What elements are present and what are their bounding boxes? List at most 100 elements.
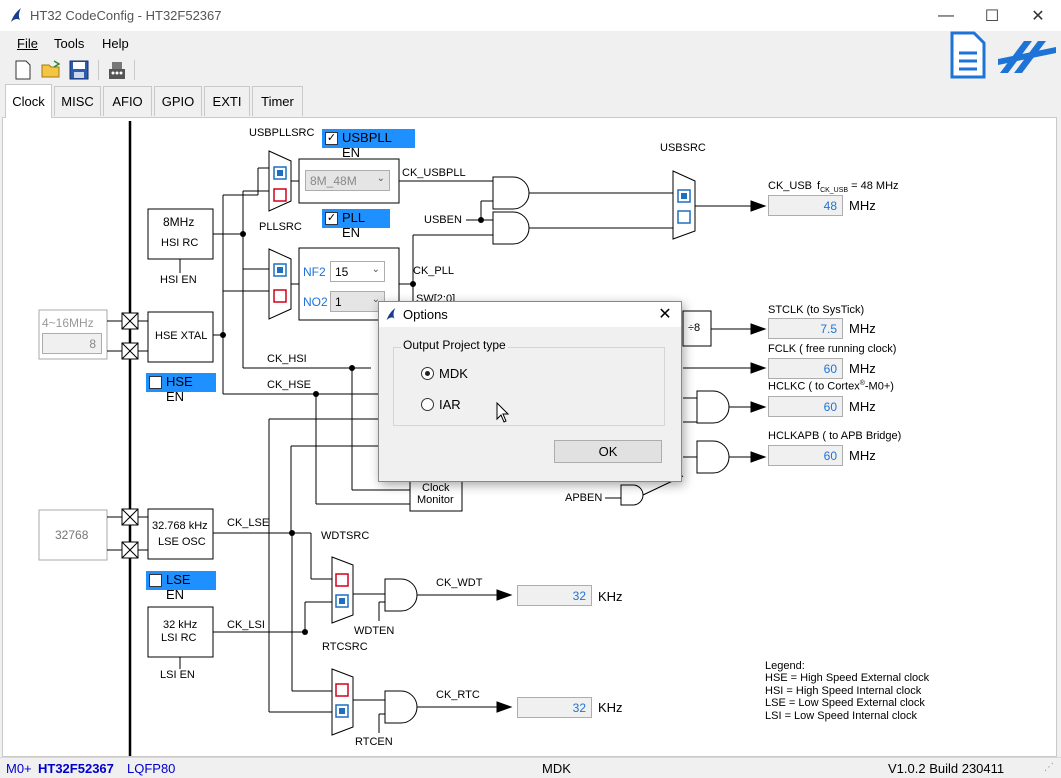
lse-en-label: LSE EN bbox=[166, 572, 191, 602]
tab-exti[interactable]: EXTI bbox=[204, 86, 250, 116]
hse-range-label: 4~16MHz bbox=[42, 316, 94, 330]
resize-grip-icon[interactable]: ⋰ bbox=[1044, 762, 1054, 773]
hclkc-label-sup: ® bbox=[859, 380, 865, 387]
checkmark-icon: ✓ bbox=[325, 132, 338, 145]
ck-pll-label: CK_PLL bbox=[413, 265, 454, 277]
maximize-button[interactable]: ☐ bbox=[984, 7, 1000, 25]
stclk-value: 7.5 bbox=[768, 318, 843, 339]
legend-item: HSE = High Speed External clock bbox=[765, 672, 930, 685]
fclk-value: 60 bbox=[768, 358, 843, 379]
usbpll-select[interactable]: 8M_48M⌄ bbox=[305, 170, 390, 191]
hsi-frequency-label: 8MHz bbox=[163, 215, 195, 229]
radio-selected-icon bbox=[421, 367, 434, 380]
project-type-group bbox=[393, 347, 665, 426]
legend-title: Legend: bbox=[765, 660, 805, 672]
lsi-rc-label: LSI RC bbox=[161, 632, 197, 644]
clock-monitor-label-2: Monitor bbox=[417, 494, 454, 506]
usbpllsrc-label: USBPLLSRC bbox=[249, 127, 315, 139]
ck-usbpll-label: CK_USBPLL bbox=[402, 167, 466, 179]
toolbar bbox=[0, 56, 940, 84]
usbpll-en-label: USBPLL EN bbox=[342, 130, 392, 160]
open-folder-icon[interactable] bbox=[40, 59, 62, 81]
hclkc-label-pre: HCLKC ( to Cortex bbox=[768, 380, 860, 393]
nf2-select[interactable]: 15 ⌄ bbox=[330, 261, 385, 282]
usbpll-en-checkbox[interactable]: ✓ USBPLL EN bbox=[322, 129, 415, 160]
menu-file-label: File bbox=[17, 36, 38, 51]
status-chip: HT32F52367 bbox=[38, 761, 114, 776]
status-project: MDK bbox=[542, 761, 571, 776]
title-bar: HT32 CodeConfig - HT32F52367 — ☐ ✕ bbox=[0, 0, 1061, 31]
menu-file[interactable]: File bbox=[17, 36, 38, 51]
toolbar-separator bbox=[98, 60, 99, 80]
minimize-button[interactable]: — bbox=[938, 6, 954, 24]
dialog-close-button[interactable]: ✕ bbox=[658, 306, 672, 323]
radio-iar[interactable]: IAR bbox=[421, 397, 461, 412]
ck-usb-formula: fCK_USB = 48 MHz bbox=[817, 180, 899, 194]
nf2-select-value: 15 bbox=[335, 265, 349, 279]
lsi-en-label: LSI EN bbox=[160, 669, 195, 681]
usbsrc-label: USBSRC bbox=[660, 142, 706, 154]
tab-misc[interactable]: MISC bbox=[54, 86, 101, 116]
ck-hse-label: CK_HSE bbox=[267, 379, 312, 391]
new-file-icon[interactable] bbox=[12, 59, 34, 81]
pllsrc-label: PLLSRC bbox=[259, 221, 302, 233]
menu-tools[interactable]: Tools bbox=[54, 36, 84, 51]
toolbar-separator bbox=[134, 60, 135, 80]
menu-bar bbox=[0, 31, 1061, 55]
ck-usb-label: CK_USB bbox=[768, 180, 813, 192]
document-icon[interactable] bbox=[948, 31, 988, 79]
menu-help[interactable]: Help bbox=[102, 36, 129, 51]
app-logo-icon bbox=[11, 8, 21, 22]
lse-osc-freq-label: 32.768 kHz bbox=[152, 520, 208, 532]
project-type-group-label: Output Project type bbox=[401, 338, 508, 352]
hclkc-unit: MHz bbox=[849, 399, 876, 414]
close-button[interactable]: ✕ bbox=[1031, 7, 1045, 25]
tab-afio[interactable]: AFIO bbox=[103, 86, 152, 116]
checkbox-unchecked-icon bbox=[149, 574, 162, 587]
hclkc-label: HCLKC ( to Cortex®-M0+) bbox=[768, 380, 894, 393]
no2-select-value: 1 bbox=[335, 295, 342, 309]
options-dialog: Options ✕ Output Project type MDK IAR OK bbox=[378, 301, 682, 482]
mouse-cursor-icon bbox=[496, 402, 510, 423]
radio-unselected-icon bbox=[421, 398, 434, 411]
rtcen-label: RTCEN bbox=[355, 736, 393, 748]
wdten-label: WDTEN bbox=[354, 625, 395, 637]
menu-tools-label: Tools bbox=[54, 36, 85, 51]
chevron-down-icon: ⌄ bbox=[376, 173, 385, 184]
tab-gpio[interactable]: GPIO bbox=[154, 86, 202, 116]
ck-usb-formula-tail: = 48 MHz bbox=[848, 180, 899, 192]
ck-usb-formula-sub: CK_USB bbox=[820, 187, 849, 195]
ck-usb-unit: MHz bbox=[849, 198, 876, 213]
hse-en-checkbox[interactable]: HSE EN bbox=[146, 373, 216, 404]
pll-en-label: PLL EN bbox=[342, 210, 365, 240]
hse-frequency-input[interactable]: 8 bbox=[42, 333, 102, 354]
menu-help-label: Help bbox=[102, 36, 129, 51]
chevron-down-icon: ⌄ bbox=[371, 264, 380, 275]
radio-mdk[interactable]: MDK bbox=[421, 366, 468, 381]
hclkapb-unit: MHz bbox=[849, 448, 876, 463]
save-icon[interactable] bbox=[68, 59, 90, 81]
fclk-unit: MHz bbox=[849, 361, 876, 376]
ck-lse-label: CK_LSE bbox=[227, 517, 270, 529]
status-package: LQFP80 bbox=[127, 761, 176, 776]
checkmark-icon: ✓ bbox=[325, 212, 338, 225]
lse-en-checkbox[interactable]: LSE EN bbox=[146, 571, 216, 602]
hclkapb-label: HCLKAPB ( to APB Bridge) bbox=[768, 430, 902, 442]
no2-label: NO2 bbox=[303, 295, 328, 309]
wdt-value: 32 bbox=[517, 585, 592, 606]
ck-lsi-label: CK_LSI bbox=[227, 619, 265, 631]
tab-clock[interactable]: Clock bbox=[5, 84, 52, 118]
checkbox-unchecked-icon bbox=[149, 376, 162, 389]
ok-button[interactable]: OK bbox=[554, 440, 662, 463]
status-bar: M0+ HT32F52367 LQFP80 MDK V1.0.2 Build 2… bbox=[0, 757, 1061, 778]
ck-wdt-label: CK_WDT bbox=[436, 577, 483, 589]
no2-select[interactable]: 1⌄ bbox=[330, 291, 385, 312]
ck-rtc-label: CK_RTC bbox=[436, 689, 480, 701]
fclk-label: FCLK ( free running clock) bbox=[768, 343, 897, 355]
tab-timer[interactable]: Timer bbox=[252, 86, 303, 116]
generate-code-icon[interactable] bbox=[106, 59, 128, 81]
hse-xtal-label: HSE XTAL bbox=[155, 330, 208, 342]
legend-item: LSI = Low Speed Internal clock bbox=[765, 709, 917, 722]
pll-en-checkbox[interactable]: ✓ PLL EN bbox=[322, 209, 390, 240]
wdt-unit: KHz bbox=[598, 589, 623, 604]
